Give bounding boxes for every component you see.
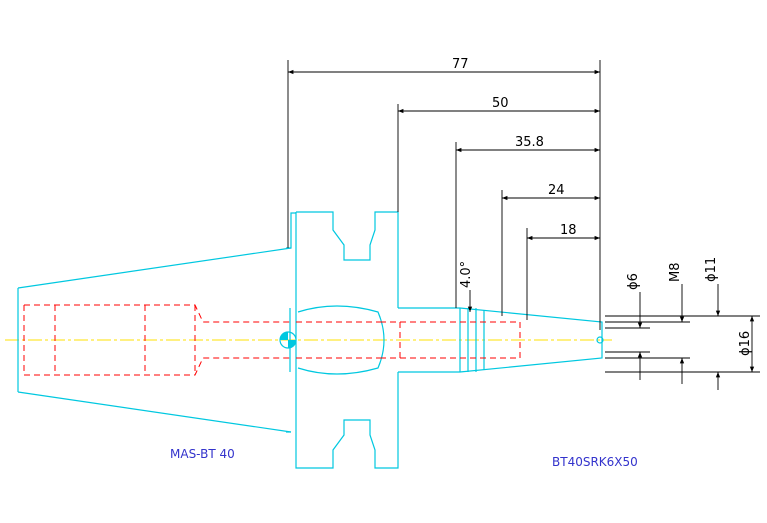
dia-11-label: ϕ11 bbox=[704, 257, 719, 282]
dimension-lines bbox=[287, 60, 601, 330]
dim-24-label: 24 bbox=[548, 183, 565, 198]
diameter-dimensions bbox=[605, 284, 760, 390]
dia-16-label: ϕ16 bbox=[738, 331, 753, 356]
dim-35-8-label: 35.8 bbox=[515, 135, 544, 150]
holder-label: MAS-BT 40 bbox=[170, 447, 235, 461]
angle-label: 4.0° bbox=[459, 261, 474, 288]
dim-18-label: 18 bbox=[560, 223, 577, 238]
m8-label: M8 bbox=[668, 263, 683, 283]
dim-50-label: 50 bbox=[492, 96, 509, 111]
hidden-lines bbox=[23, 304, 521, 376]
model-label: BT40SRK6X50 bbox=[552, 455, 638, 469]
dim-77-label: 77 bbox=[452, 57, 469, 72]
holder-outline bbox=[17, 211, 604, 469]
dia-6-label: ϕ6 bbox=[626, 273, 641, 290]
